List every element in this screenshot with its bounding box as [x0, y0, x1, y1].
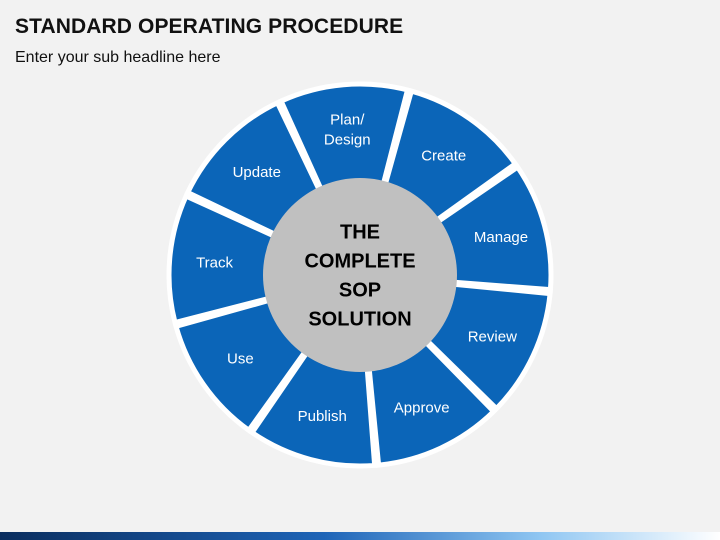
- center-circle: [263, 178, 457, 372]
- segment-label-4: Approve: [394, 399, 450, 416]
- segment-label-1: Create: [421, 147, 466, 164]
- segment-label-6: Use: [227, 351, 254, 368]
- wheel-segments: Plan/DesignCreateManageReviewApprovePubl…: [166, 81, 554, 469]
- segment-label-8: Update: [233, 164, 281, 181]
- slide-title: STANDARD OPERATING PROCEDURE: [15, 15, 404, 38]
- footer-gradient-bar: [0, 532, 720, 540]
- segment-label-3: Review: [468, 329, 517, 346]
- segment-label-5: Publish: [298, 408, 347, 425]
- segment-label-0: Plan/Design: [324, 112, 371, 149]
- segment-label-2: Manage: [474, 229, 528, 246]
- slide-subtitle: Enter your sub headline here: [15, 49, 221, 66]
- segment-label-7: Track: [196, 254, 233, 271]
